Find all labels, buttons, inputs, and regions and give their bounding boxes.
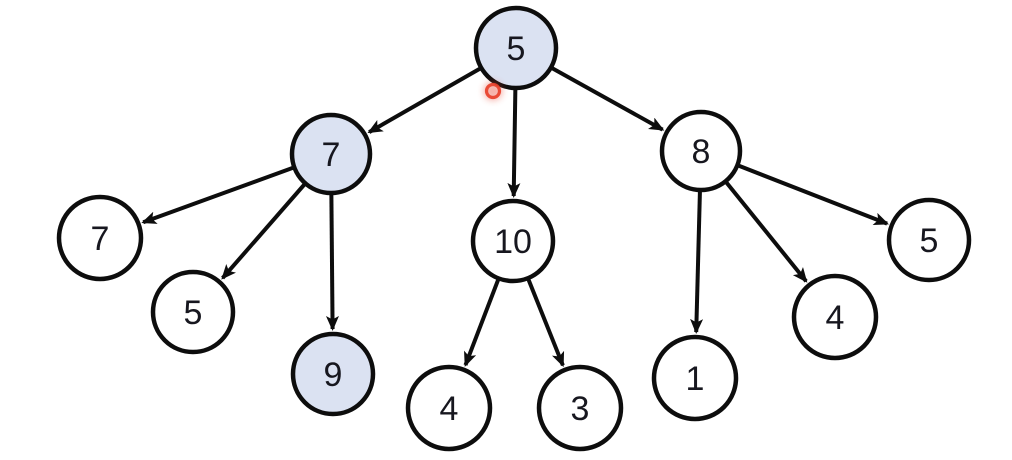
node-circle-leaf5r (886, 197, 972, 283)
tree-edge-8-to-1 (690, 190, 704, 335)
node-label-n10: 10 (494, 223, 532, 261)
tree-edge-7-to-5 (221, 182, 307, 280)
click-indicator (483, 81, 503, 101)
node-circle-n7 (289, 112, 373, 196)
node-circle-leaf5l (150, 269, 236, 355)
node-label-leaf9: 9 (324, 356, 343, 394)
node-circle-leaf9 (290, 331, 376, 417)
tree-edge-8-to-4 (724, 180, 808, 283)
node-label-leaf3: 3 (571, 390, 590, 428)
tree-node-leaf5r: 5 (886, 197, 972, 283)
node-label-leaf5r: 5 (920, 222, 939, 260)
tree-node-n7: 7 (289, 112, 373, 196)
node-label-root5: 5 (507, 30, 526, 68)
node-circle-leaf4m (405, 364, 493, 452)
node-circle-leaf1 (651, 334, 739, 422)
tree-edge-10-to-3 (526, 278, 565, 368)
tree-node-root5: 5 (473, 5, 559, 91)
tree-node-leaf4m: 4 (405, 364, 493, 452)
tree-node-n10: 10 (470, 198, 556, 284)
node-label-leaf5l: 5 (184, 294, 203, 332)
node-label-leaf4m: 4 (440, 390, 459, 428)
node-circle-n10 (470, 198, 556, 284)
tree-node-leaf7: 7 (56, 194, 144, 282)
node-circle-leaf7 (56, 194, 144, 282)
node-label-n7: 7 (322, 136, 341, 174)
node-circle-leaf3 (536, 364, 624, 452)
node-label-leaf7: 7 (91, 220, 110, 258)
tree-node-leaf9: 9 (290, 331, 376, 417)
tree-edge-5-to-10 (507, 88, 521, 199)
tree-edge-10-to-4 (463, 278, 501, 367)
node-circle-root5 (473, 5, 559, 91)
tree-edge-5-to-8 (550, 66, 665, 132)
node-label-leaf1: 1 (686, 360, 705, 398)
node-circle-leaf4r (791, 273, 879, 361)
tree-node-leaf4r: 4 (791, 273, 879, 361)
tree-edge-7-to-7 (141, 165, 295, 225)
node-label-leaf4r: 4 (826, 299, 845, 337)
tree-edge-8-to-5 (737, 163, 889, 226)
tree-node-n8: 8 (659, 109, 743, 193)
tree-node-leaf5l: 5 (150, 269, 236, 355)
node-label-n8: 8 (692, 133, 711, 171)
tree-node-leaf3: 3 (536, 364, 624, 452)
node-circle-n8 (659, 109, 743, 193)
tree-edge-7-to-9 (325, 193, 339, 332)
tree-node-leaf1: 1 (651, 334, 739, 422)
tree-edge-5-to-7 (367, 66, 482, 134)
